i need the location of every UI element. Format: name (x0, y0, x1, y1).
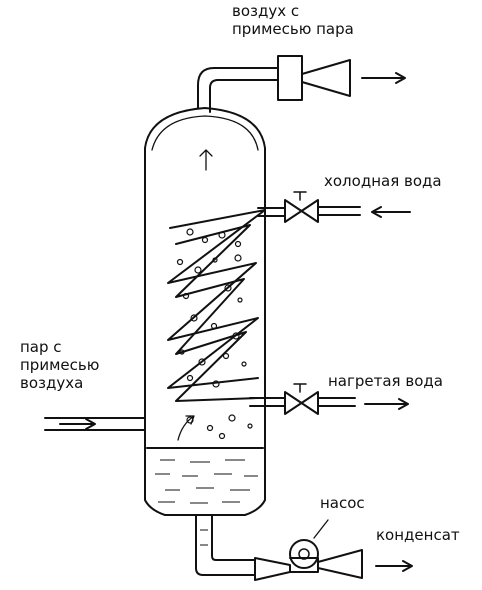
ejector-nozzle (301, 59, 351, 97)
hot-water-pipe (249, 397, 286, 407)
vessel-shell (144, 107, 266, 516)
air-out-arrow (361, 72, 406, 84)
hot-water-arrow (364, 398, 409, 410)
pump-inlet-cone (254, 557, 291, 581)
steam-inlet-pipe (44, 417, 146, 431)
outlet-pipe (197, 67, 279, 109)
water-hatching (155, 459, 258, 546)
bubbles (176, 228, 253, 440)
cold-water-pipe (257, 207, 286, 217)
vapor-up-arrow (199, 149, 213, 171)
steam-in-arrow (59, 418, 96, 430)
drain-pipe (195, 514, 256, 576)
label-condensate: конденсат (376, 526, 460, 544)
pump-outlet-cone (317, 549, 363, 579)
label-steam-in: пар с примесью воздуха (20, 338, 100, 392)
pump-body (289, 539, 319, 569)
cold-water-valve (284, 199, 319, 223)
label-hot-water: нагретая вода (328, 372, 443, 390)
hot-water-valve (284, 391, 319, 415)
label-air-out: воздух с примесью пара (232, 2, 354, 38)
pump-pointer (313, 519, 329, 539)
vessel-inner-top (151, 115, 259, 151)
label-pump: насос (320, 494, 365, 512)
steam-swirl-arrow (177, 415, 195, 441)
label-cold-water: холодная вода (324, 172, 442, 190)
cold-water-arrow (371, 206, 411, 218)
ejector-box (277, 55, 303, 101)
condensate-arrow (375, 560, 413, 572)
cooling-coil (167, 209, 266, 389)
